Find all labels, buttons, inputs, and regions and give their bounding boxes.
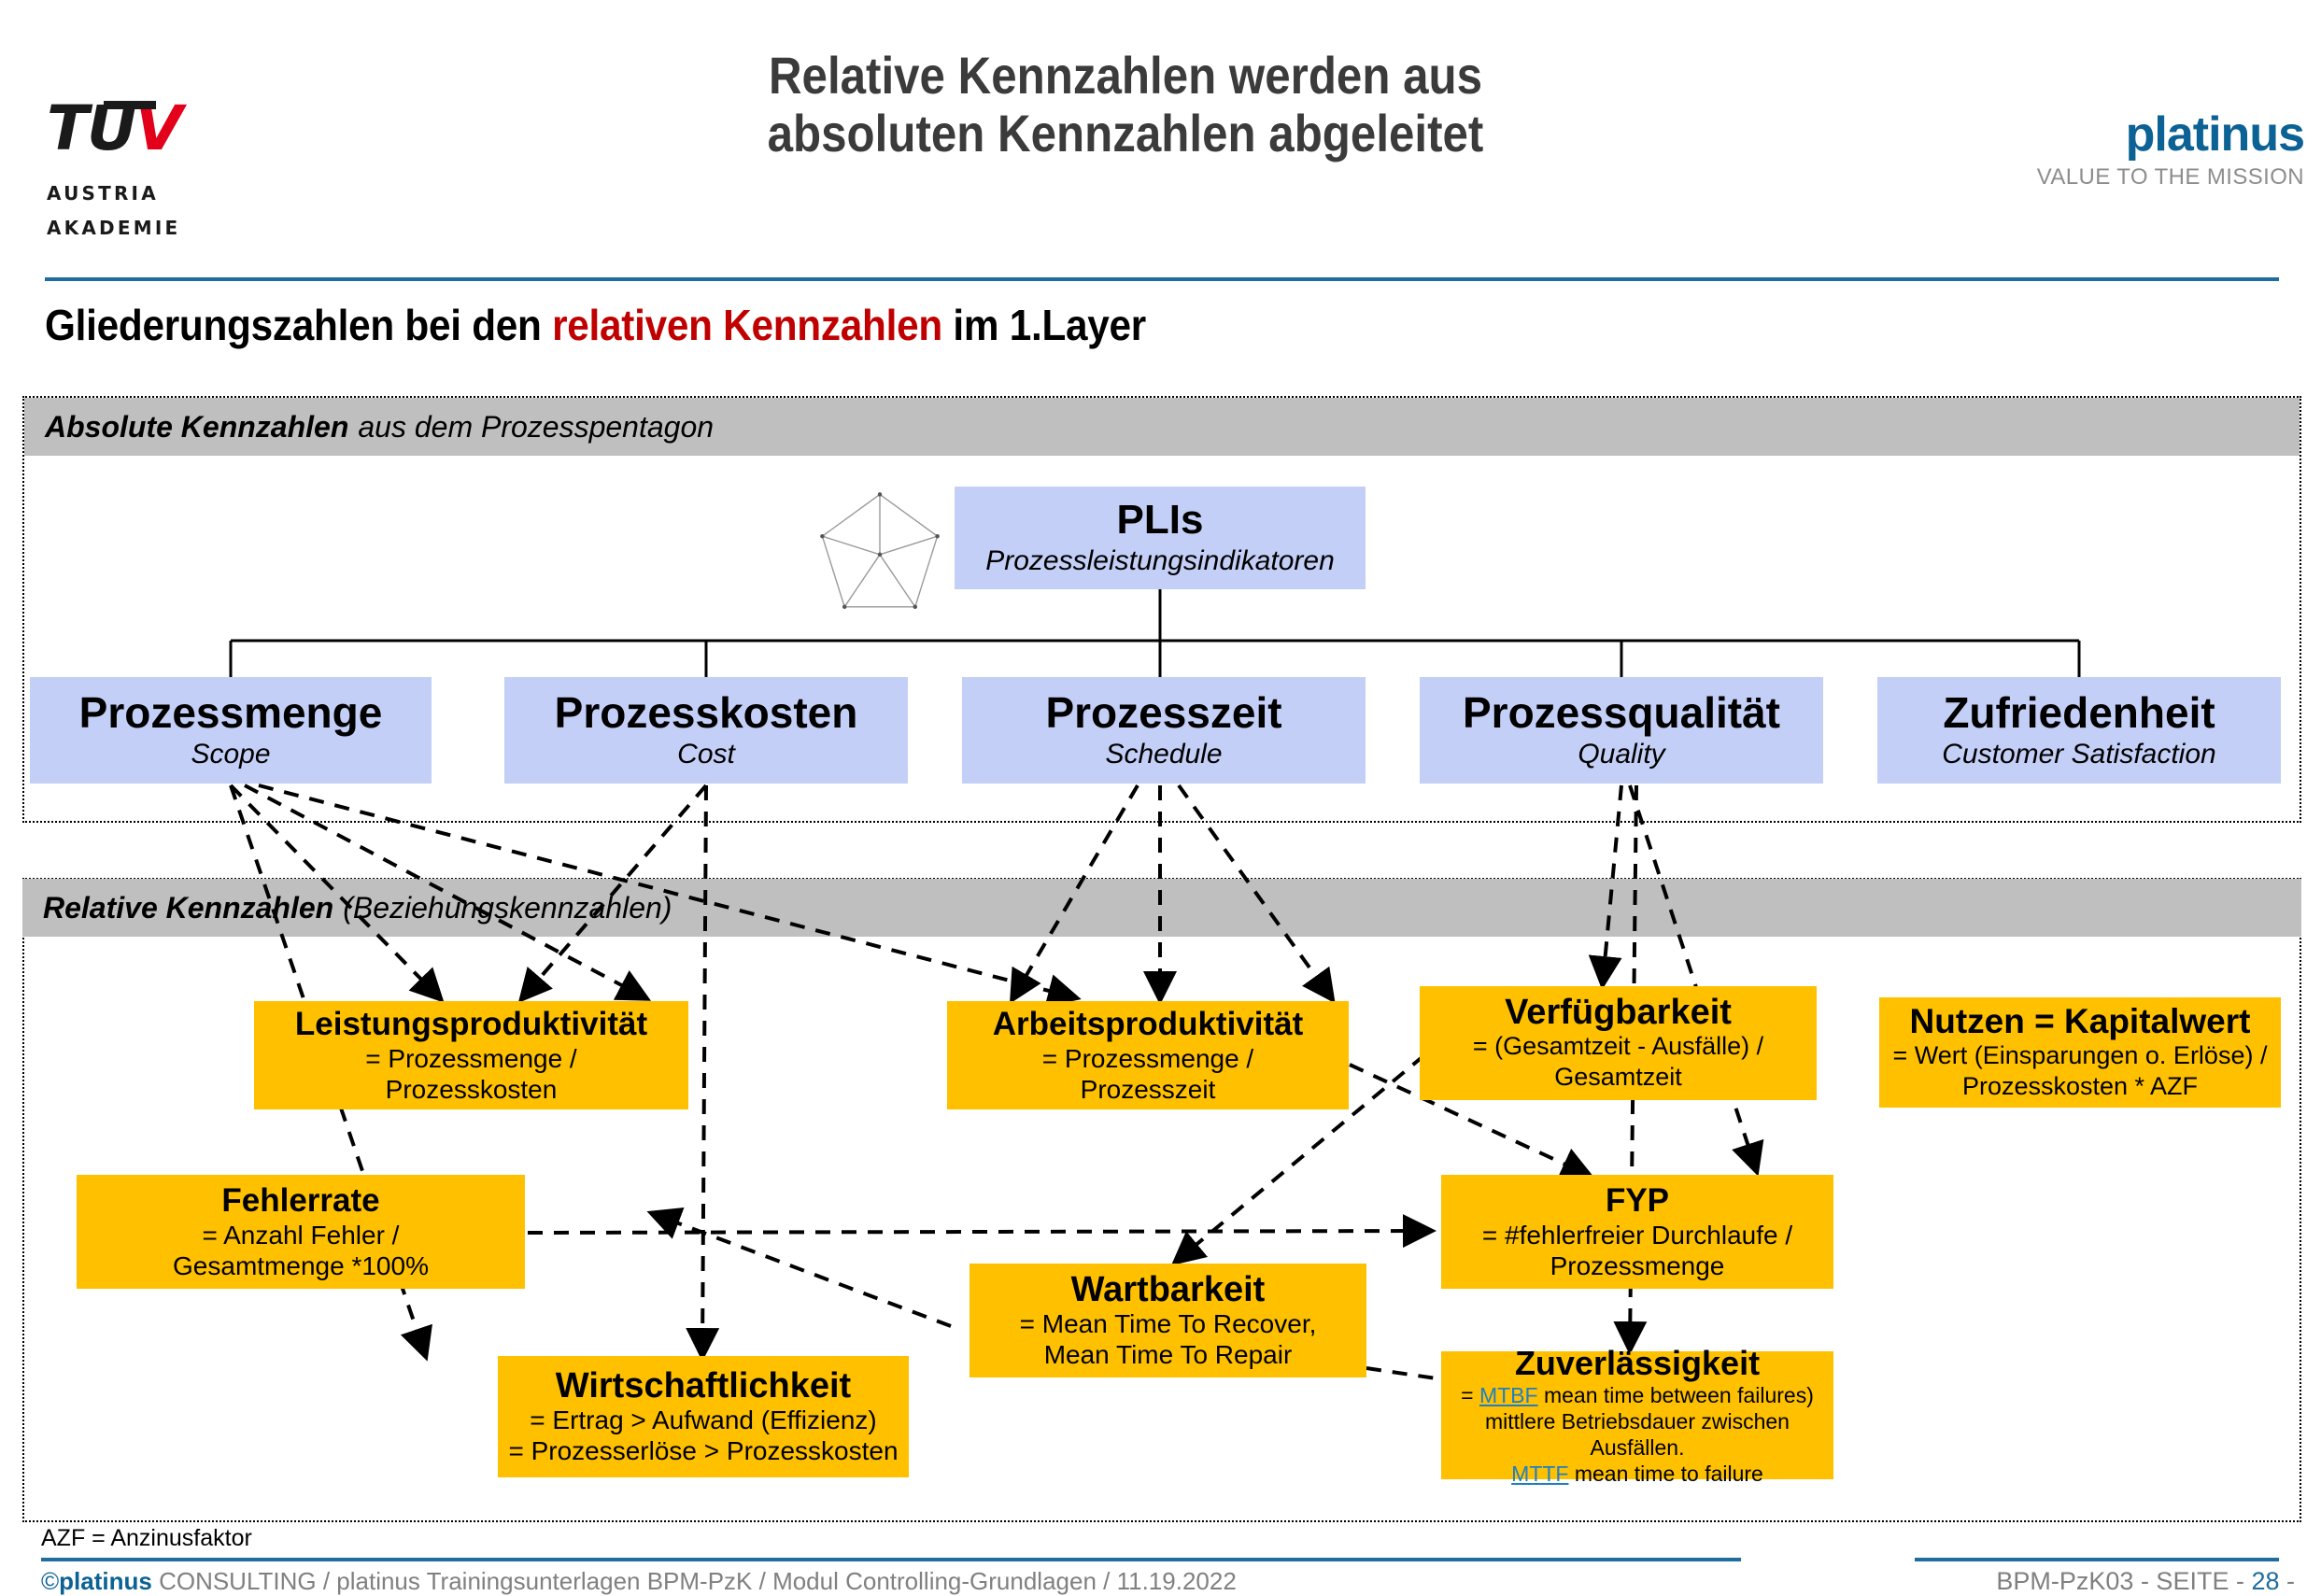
box-zuverlaessigkeit-line1: = MTBF mean time between failures) [1461, 1382, 1814, 1408]
box-plis-subtitle: Prozessleistungsindikatoren [985, 545, 1335, 576]
box-prozesszeit[interactable]: Prozesszeit Schedule [962, 677, 1366, 784]
box-arbeitsproduktivitaet-line2: Prozesszeit [1080, 1075, 1216, 1104]
box-arbeitsproduktivitaet-line1: = Prozessmenge / [1041, 1044, 1254, 1073]
mtbf-link[interactable]: MTBF [1479, 1382, 1538, 1407]
box-prozesskosten-subtitle: Cost [677, 739, 735, 770]
absolute-band-strong: Absolute Kennzahlen [45, 409, 349, 444]
box-nutzen-kapitalwert-line1: = Wert (Einsparungen o. Erlöse) / [1892, 1041, 2268, 1069]
box-zuverlaessigkeit-line3: MTTF mean time to failure [1511, 1461, 1763, 1487]
zuverlaessigkeit-after1: mean time between failures) [1537, 1382, 1814, 1407]
platinus-logo: platinus VALUE TO THE MISSION [2036, 107, 2305, 191]
absolute-band-rest: aus dem Prozesspentagon [358, 409, 715, 444]
box-leistungsproduktivitaet-title: Leistungsproduktivität [294, 1006, 648, 1042]
box-wirtschaftlichkeit-title: Wirtschaftlichkeit [555, 1366, 852, 1405]
azf-note: AZF = Anzinusfaktor [41, 1525, 252, 1551]
box-leistungsproduktivitaet[interactable]: Leistungsproduktivität = Prozessmenge / … [254, 1001, 688, 1109]
footer-divider-right [1915, 1558, 2279, 1561]
box-arbeitsproduktivitaet[interactable]: Arbeitsproduktivität = Prozessmenge / Pr… [947, 1001, 1349, 1109]
box-wartbarkeit[interactable]: Wartbarkeit = Mean Time To Recover, Mean… [969, 1264, 1366, 1377]
footer-left-text: ©platinus CONSULTING / platinus Training… [41, 1567, 1237, 1596]
page-title-line1: Relative Kennzahlen werden aus [768, 46, 1483, 105]
footer-brand: platinus [59, 1567, 152, 1595]
relative-band-rest: (Beziehungskennzahlen) [343, 890, 672, 925]
box-nutzen-kapitalwert-line2: Prozesskosten * AZF [1961, 1072, 2199, 1100]
relative-kennzahlen-band: Relative Kennzahlen (Beziehungskennzahlen… [22, 879, 2301, 937]
box-fehlerrate-title: Fehlerrate [221, 1182, 380, 1219]
zuverlaessigkeit-prefix: = [1461, 1382, 1479, 1407]
box-fyp-line1: = #fehlerfreier Durchlaufe / [1481, 1221, 1793, 1250]
tuv-logo-line1: AUSTRIA [47, 182, 159, 205]
box-fyp[interactable]: FYP = #fehlerfreier Durchlaufe / Prozess… [1441, 1175, 1833, 1289]
box-leistungsproduktivitaet-line1: = Prozessmenge / [365, 1044, 577, 1073]
footer-right-prefix: BPM-PzK03 - SEITE - [1996, 1567, 2252, 1595]
box-fyp-line2: Prozessmenge [1550, 1251, 1725, 1280]
box-prozessqualitaet-subtitle: Quality [1578, 739, 1665, 770]
box-wartbarkeit-line1: = Mean Time To Recover, [1019, 1309, 1317, 1338]
box-prozesskosten-title: Prozesskosten [554, 688, 858, 737]
tuv-logo-line2: AKADEMIE [47, 217, 181, 239]
tuv-wordmark: TUV [47, 98, 224, 173]
page-number: 28 [2251, 1567, 2280, 1595]
platinus-tagline: VALUE TO THE MISSION [2036, 164, 2304, 190]
absolute-kennzahlen-band: Absolute Kennzahlen aus dem Prozesspentag… [24, 398, 2300, 456]
footer-left-rest: CONSULTING / platinus Trainingsunterlage… [151, 1567, 1237, 1595]
subtitle-part1: Gliederungszahlen bei den [45, 301, 553, 349]
copyright-icon: © [41, 1567, 60, 1595]
subtitle-part2: im 1.Layer [941, 301, 1147, 349]
tuv-macron-bar [104, 101, 156, 109]
box-zuverlaessigkeit[interactable]: Zuverlässigkeit = MTBF mean time between… [1441, 1344, 1833, 1486]
page-title-line2: absoluten Kennzahlen abgeleitet [767, 104, 1484, 162]
platinus-wordmark: platinus [2125, 107, 2305, 162]
box-zufriedenheit[interactable]: Zufriedenheit Customer Satisfaction [1877, 677, 2281, 784]
box-arbeitsproduktivitaet-title: Arbeitsproduktivität [992, 1006, 1304, 1042]
zuverlaessigkeit-after2: mean time to failure [1568, 1461, 1763, 1486]
prozesspentagon-icon [820, 492, 940, 610]
box-wirtschaftlichkeit-line2: = Prozesserlöse > Prozesskosten [508, 1436, 899, 1465]
box-verfuegbarkeit-line2: Gesamtzeit [1554, 1063, 1682, 1091]
footer-divider-left [41, 1558, 1741, 1561]
box-prozesszeit-subtitle: Schedule [1105, 739, 1223, 770]
box-verfuegbarkeit[interactable]: Verfügbarkeit = (Gesamtzeit - Ausfälle) … [1420, 986, 1817, 1100]
box-prozesskosten[interactable]: Prozesskosten Cost [504, 677, 908, 784]
box-fyp-title: FYP [1605, 1182, 1670, 1219]
box-prozessmenge-title: Prozessmenge [78, 688, 383, 737]
box-wartbarkeit-line2: Mean Time To Repair [1043, 1340, 1293, 1369]
box-prozessmenge-subtitle: Scope [191, 739, 271, 770]
box-zuverlaessigkeit-title: Zuverlässigkeit [1514, 1343, 1761, 1382]
box-verfuegbarkeit-title: Verfügbarkeit [1505, 993, 1732, 1032]
box-prozessqualitaet[interactable]: Prozessqualität Quality [1420, 677, 1823, 784]
box-fehlerrate-line1: = Anzahl Fehler / [202, 1221, 400, 1250]
mttf-link[interactable]: MTTF [1511, 1461, 1569, 1486]
box-zuverlaessigkeit-line2: mittlere Betriebsdauer zwischen Ausfälle… [1485, 1408, 1790, 1460]
box-verfuegbarkeit-line1: = (Gesamtzeit - Ausfälle) / [1472, 1032, 1764, 1060]
box-zufriedenheit-title: Zufriedenheit [1943, 688, 2215, 737]
box-prozessqualitaet-title: Prozessqualität [1463, 688, 1780, 737]
footer-right-suffix: - [2279, 1567, 2295, 1595]
box-prozesszeit-title: Prozesszeit [1045, 688, 1282, 737]
subtitle-highlight: relativen Kennzahlen [552, 301, 942, 349]
box-fehlerrate-line2: Gesamtmenge *100% [173, 1251, 429, 1280]
header-divider-rule [45, 277, 2279, 281]
box-plis[interactable]: PLIs Prozessleistungsindikatoren [955, 487, 1366, 589]
box-prozessmenge[interactable]: Prozessmenge Scope [30, 677, 432, 784]
page-title: Relative Kennzahlen werden aus absoluten… [661, 47, 1590, 162]
box-wartbarkeit-title: Wartbarkeit [1070, 1270, 1266, 1309]
footer-right-text: BPM-PzK03 - SEITE - 28 - [1996, 1567, 2295, 1596]
box-leistungsproduktivitaet-line2: Prozesskosten [385, 1075, 558, 1104]
box-plis-title: PLIs [1116, 497, 1204, 543]
section-subtitle: Gliederungszahlen bei den relativen Kenn… [45, 301, 1146, 349]
box-wirtschaftlichkeit-line1: = Ertrag > Aufwand (Effizienz) [530, 1405, 877, 1434]
relative-band-strong: Relative Kennzahlen [43, 890, 334, 925]
box-fehlerrate[interactable]: Fehlerrate = Anzahl Fehler / Gesamtmenge… [77, 1175, 525, 1289]
box-nutzen-kapitalwert-title: Nutzen = Kapitalwert [1909, 1002, 2251, 1040]
tuv-austria-akademie-logo: TUV AUSTRIA AKADEMIE [47, 98, 224, 240]
box-nutzen-kapitalwert[interactable]: Nutzen = Kapitalwert = Wert (Einsparunge… [1879, 997, 2281, 1108]
box-zufriedenheit-subtitle: Customer Satisfaction [1942, 739, 2216, 770]
box-wirtschaftlichkeit[interactable]: Wirtschaftlichkeit = Ertrag > Aufwand (E… [498, 1356, 909, 1477]
